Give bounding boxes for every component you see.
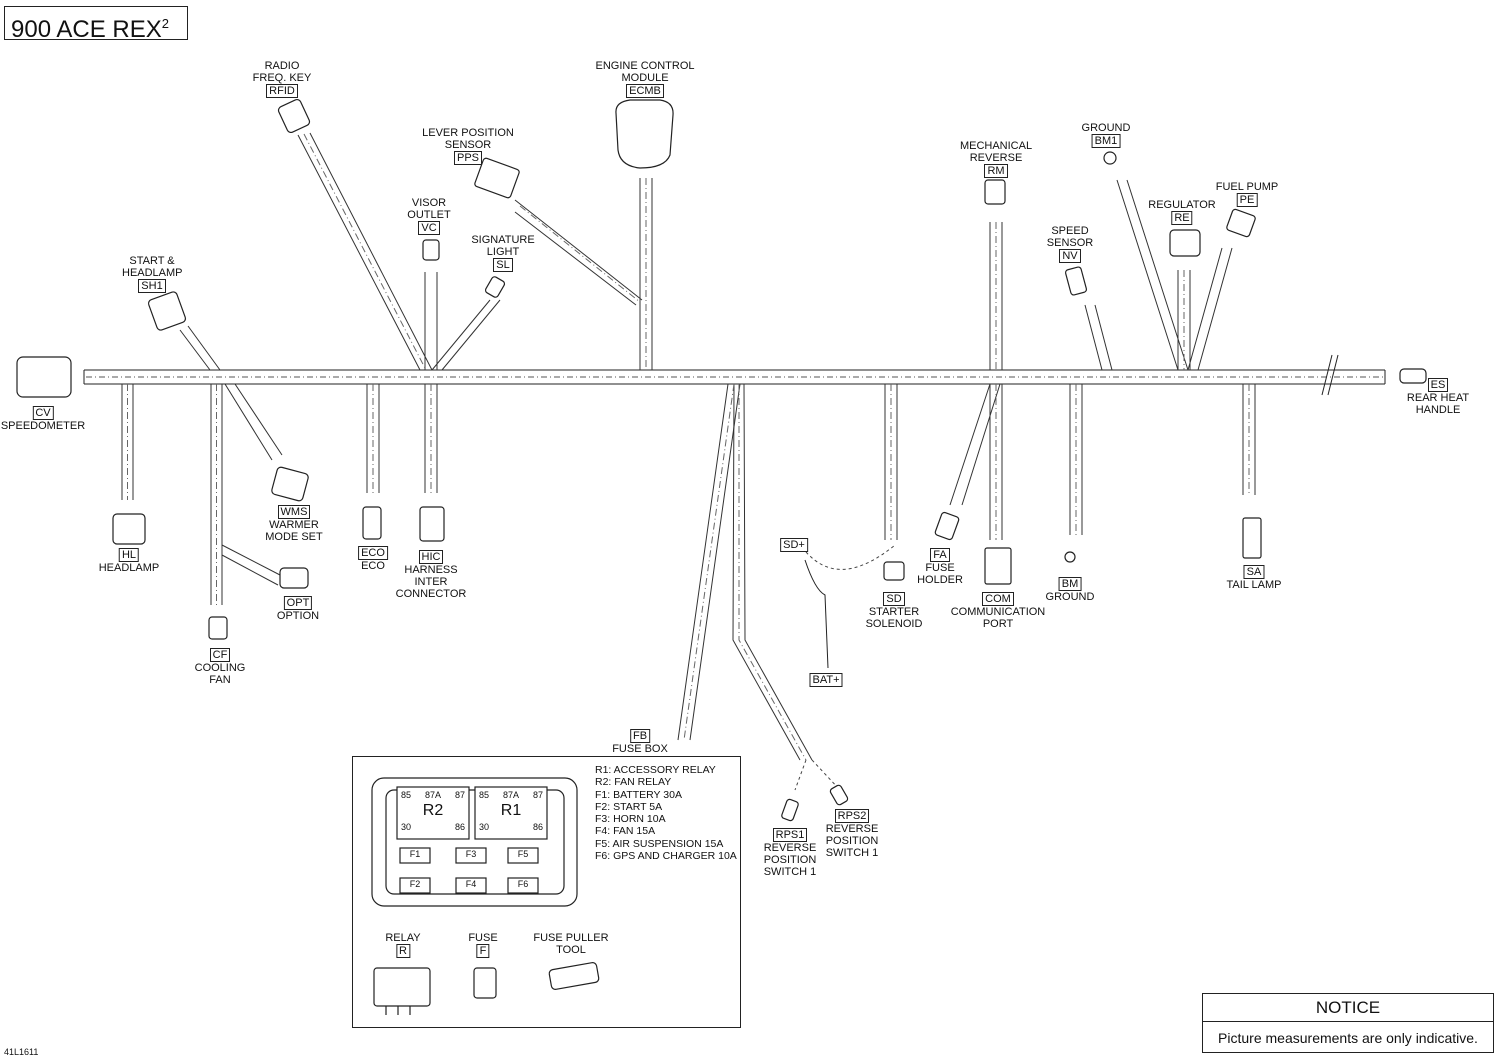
label-fuse-puller: FUSE PULLER TOOL	[533, 932, 609, 956]
legend-item: F1: BATTERY 30A	[595, 788, 682, 801]
model-title: 900 ACE REX2	[4, 6, 188, 43]
notice-text: Picture measurements are only indicative…	[1218, 1030, 1478, 1046]
legend-item: F3: HORN 10A	[595, 813, 666, 826]
legend-item: R1: ACCESSORY RELAY	[595, 764, 716, 776]
fuse-slot: F1	[409, 849, 421, 859]
legend-item: F4: FAN 15A	[595, 825, 656, 838]
legend-item: R2: FAN RELAY	[595, 776, 672, 789]
trunk-break	[1321, 354, 1339, 396]
label-sd-plus: SD+	[780, 538, 808, 552]
main-trunk	[83, 369, 1386, 385]
fuse-legend: R1: ACCESSORY RELAY R2: FAN RELAY F1: BA…	[595, 764, 737, 862]
notice-box: NOTICE Picture measurements are only ind…	[1202, 993, 1494, 1053]
label-bat-plus: BAT+	[809, 673, 843, 687]
cv-connector-shape	[16, 356, 72, 398]
legend-item: F5: AIR SUSPENSION 15A	[595, 837, 724, 850]
document-id: 41L1611	[4, 1047, 39, 1057]
model-superscript: 2	[161, 16, 169, 31]
fuse-slot: F5	[517, 849, 529, 859]
fusebox-panel	[352, 756, 741, 1028]
fuse-slot: F6	[517, 879, 529, 889]
notice-heading: NOTICE	[1203, 994, 1493, 1022]
relay-r2-name: R2	[422, 802, 444, 819]
legend-item: F2: START 5A	[595, 800, 663, 813]
model-name: 900 ACE REX	[11, 16, 162, 43]
fuse-slot: F3	[465, 849, 477, 859]
fuse-slot: F4	[465, 879, 477, 889]
legend-item: F6: GPS AND CHARGER 10A	[595, 850, 737, 863]
fuse-slot: F2	[409, 879, 421, 889]
relay-r1-name: R1	[500, 802, 522, 819]
